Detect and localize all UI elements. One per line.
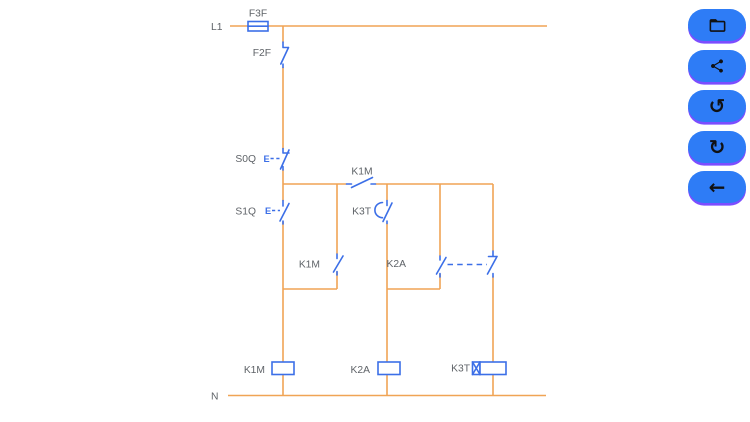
- open-file-button[interactable]: [688, 9, 746, 41]
- pushbutton-s0q-label: S0Q: [235, 154, 256, 165]
- coil-k3t-label: K3T: [451, 364, 471, 375]
- folder-open-icon: [708, 16, 727, 35]
- contact-k3t[interactable]: K3T: [352, 199, 393, 225]
- contact-k2a-linked[interactable]: [447, 250, 498, 278]
- action-toolbar: ↺ ↻ ←: [688, 9, 746, 204]
- fuse-f3f[interactable]: F3F: [247, 9, 269, 32]
- contact-f2f-label: F2F: [253, 48, 271, 59]
- rail-n-label: N: [211, 392, 218, 403]
- pushbutton-s1q[interactable]: E S1Q: [235, 199, 290, 225]
- s0q-actuator-label: E: [264, 154, 270, 164]
- contact-k1m-line-label: K1M: [351, 167, 372, 178]
- coil-k1m[interactable]: K1M: [244, 361, 295, 376]
- rail-l1-label: L1: [211, 22, 223, 33]
- contact-k3t-label: K3T: [352, 207, 372, 218]
- back-button[interactable]: ←: [688, 171, 746, 204]
- arrow-back-icon: ←: [708, 175, 726, 200]
- coil-k3t[interactable]: K3T: [451, 361, 507, 376]
- s1q-actuator-label: E: [265, 206, 271, 216]
- contact-k1m-line[interactable]: K1M: [345, 167, 377, 189]
- contact-k2a-label: K2A: [387, 259, 407, 270]
- pushbutton-s1q-label: S1Q: [235, 207, 256, 218]
- share-button[interactable]: [688, 49, 746, 82]
- undo-icon: ↺: [708, 94, 726, 119]
- coil-k2a-label: K2A: [351, 365, 371, 376]
- pushbutton-s0q[interactable]: E S0Q: [235, 147, 290, 171]
- rail-n: N: [211, 392, 546, 403]
- wires: [282, 26, 494, 396]
- contact-k1m-hold[interactable]: K1M: [299, 253, 344, 276]
- undo-button[interactable]: ↺: [688, 90, 746, 123]
- redo-button[interactable]: ↻: [688, 130, 746, 163]
- contact-k1m-hold-label: K1M: [299, 260, 320, 271]
- contact-f2f[interactable]: F2F: [253, 41, 290, 69]
- contact-k2a[interactable]: K2A: [387, 255, 447, 278]
- coil-k1m-label: K1M: [244, 365, 265, 376]
- fuse-f3f-label: F3F: [249, 9, 267, 20]
- share-icon: [709, 58, 725, 74]
- redo-icon: ↻: [708, 134, 726, 159]
- coil-k2a[interactable]: K2A: [351, 361, 401, 376]
